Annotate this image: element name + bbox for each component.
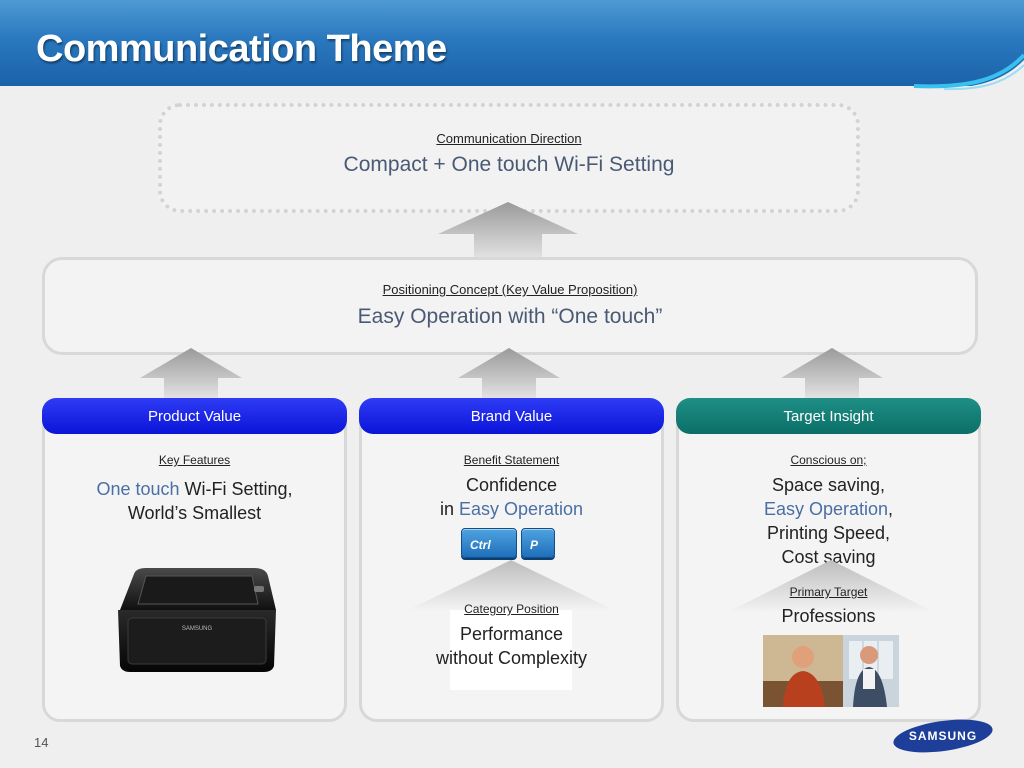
- professionals-photo: [763, 635, 899, 707]
- up-arrow-icon: [438, 202, 578, 258]
- slide-title: Communication Theme: [36, 28, 447, 70]
- brand-value-header: Brand Value: [359, 398, 664, 434]
- up-arrow-icon: [140, 348, 242, 398]
- primary-target-arrow-icon: [728, 560, 934, 612]
- conscious-on-label: Conscious on;: [790, 453, 867, 467]
- target-insight-header: Target Insight: [676, 398, 981, 434]
- up-arrow-icon: [458, 348, 560, 398]
- printer-image: SAMSUNG: [118, 568, 276, 672]
- category-position-panel: [450, 610, 572, 690]
- conscious-on-text: Space saving, Easy Operation, Printing S…: [763, 475, 894, 567]
- p-key-icon: P: [521, 528, 555, 558]
- positioning-concept-box: Positioning Concept (Key Value Propositi…: [42, 257, 978, 355]
- category-arrow-icon: [408, 560, 614, 610]
- key-features-text: One touch Wi-Fi Setting, World’s Smalles…: [96, 479, 293, 523]
- header-bar: [0, 0, 1024, 86]
- category-position-label: Category Position: [464, 602, 559, 616]
- up-arrow-icon: [781, 348, 883, 398]
- ctrl-key-icon: Ctrl: [461, 528, 517, 558]
- positioning-concept-text: Easy Operation with “One touch”: [357, 305, 663, 328]
- samsung-logo-text: SAMSUNG: [909, 729, 977, 743]
- primary-target-label: Primary Target: [789, 585, 868, 599]
- header-swoosh-decoration: [874, 53, 1024, 92]
- positioning-concept-heading: Positioning Concept (Key Value Propositi…: [382, 282, 638, 297]
- communication-direction-text: Compact + One touch Wi-Fi Setting: [343, 153, 675, 176]
- page-number: 14: [34, 735, 49, 750]
- communication-direction-heading: Communication Direction: [436, 131, 582, 146]
- category-position-text: Performance without Complexity: [435, 624, 588, 668]
- primary-target-text: Professions: [781, 606, 876, 626]
- product-value-column: Product Value Key Features One touch Wi-…: [42, 398, 347, 722]
- benefit-statement-label: Benefit Statement: [463, 453, 560, 467]
- samsung-logo: SAMSUNG: [893, 719, 993, 753]
- product-value-header: Product Value: [42, 398, 347, 434]
- benefit-statement-text: Confidence in Easy Operation: [439, 475, 584, 519]
- communication-direction-box: Communication Direction Compact + One to…: [158, 103, 860, 213]
- printer-brand-label: SAMSUNG: [182, 626, 213, 632]
- key-features-label: Key Features: [158, 453, 231, 467]
